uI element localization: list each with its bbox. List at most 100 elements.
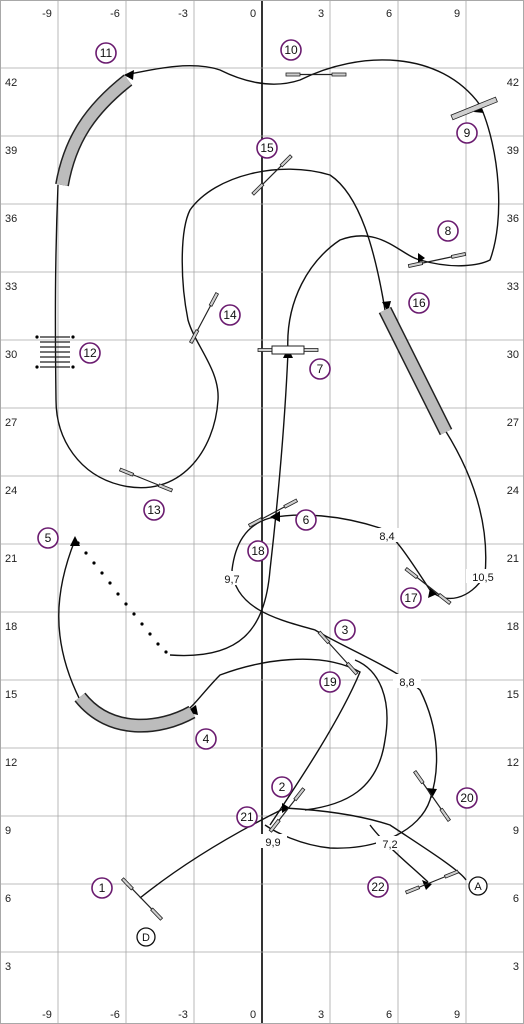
jump-board xyxy=(271,345,305,355)
jump-rail xyxy=(416,576,440,596)
obstacle-number-1-circle xyxy=(91,877,113,899)
x-axis-label-bottom: -6 xyxy=(110,1009,120,1021)
x-axis-label-top: -6 xyxy=(110,8,120,20)
obstacle-number-19: 19 xyxy=(323,675,337,689)
jump-3 xyxy=(317,630,359,676)
obstacle-number-6: 6 xyxy=(303,513,310,527)
y-axis-label-left: 18 xyxy=(5,621,17,633)
jump-bar xyxy=(303,348,319,352)
tunnel-16-fill xyxy=(380,307,451,435)
jump-bar xyxy=(157,483,174,493)
y-axis-label-right: 36 xyxy=(507,213,519,225)
jump-1 xyxy=(120,877,164,921)
obstacle-number-21: 21 xyxy=(240,810,254,824)
path-segment xyxy=(184,658,361,826)
obstacle-number-13-circle xyxy=(143,499,165,521)
jump-rail xyxy=(418,876,446,888)
start-finish-markers: A D xyxy=(136,876,488,947)
obstacle-number-6-circle xyxy=(295,509,317,531)
path-segment xyxy=(139,807,467,899)
y-axis-label-right: 3 xyxy=(513,961,519,973)
path-arrows xyxy=(70,70,484,890)
dot xyxy=(84,551,88,555)
ladder-post xyxy=(71,335,75,339)
obstacle-number-22: 22 xyxy=(371,880,385,894)
x-axis-label-bottom: 9 xyxy=(454,1009,460,1021)
y-axis-label-right: 24 xyxy=(507,485,519,497)
obstacle-number-13: 13 xyxy=(147,503,161,517)
direction-arrow xyxy=(124,70,134,80)
obstacle-number-11-circle xyxy=(95,42,117,64)
direction-arrow xyxy=(282,803,290,813)
obstacle-number-20-circle xyxy=(456,787,478,809)
obstacle-12-ladder xyxy=(35,335,75,369)
obstacle-number-21-circle xyxy=(236,806,258,828)
obstacle-numbers: 1 2 3 4 5 6 7 8 9 10 11 12 13 14 15 16 1… xyxy=(37,39,478,899)
jump-rail xyxy=(262,165,282,185)
jump-bar xyxy=(450,252,467,259)
obstacle-number-10-circle xyxy=(280,39,302,61)
y-axis-label-left: 42 xyxy=(5,77,17,89)
y-axis-label-left: 3 xyxy=(5,961,11,973)
y-axis-label-left: 15 xyxy=(5,689,17,701)
obstacle-number-16: 16 xyxy=(412,296,426,310)
jump-22 xyxy=(404,869,460,895)
obstacle-number-8: 8 xyxy=(445,224,452,238)
x-axis-label-top: -9 xyxy=(42,8,52,20)
finish-marker-circle xyxy=(136,927,156,947)
distance-label: 7,2 xyxy=(382,839,397,851)
jump-bar xyxy=(150,907,164,921)
dot xyxy=(92,561,96,565)
y-axis-label-right: 39 xyxy=(507,145,519,157)
path-segment xyxy=(304,659,388,811)
path-segment xyxy=(169,351,289,657)
ladder-post xyxy=(71,365,75,369)
obstacle-number-3: 3 xyxy=(342,623,349,637)
obstacle-number-8-circle xyxy=(437,220,459,242)
distance-label-bg xyxy=(373,528,401,542)
jump-8 xyxy=(407,252,467,268)
jump-bar xyxy=(404,885,421,895)
start-marker: A xyxy=(474,881,482,893)
obstacle-number-17-circle xyxy=(400,587,422,609)
jump-bar xyxy=(317,630,331,645)
tunnel-11 xyxy=(55,74,133,187)
obstacle-number-14: 14 xyxy=(223,308,237,322)
tunnel-11-fill xyxy=(56,75,132,186)
distance-label: 8,8 xyxy=(399,677,414,689)
obstacle-number-20: 20 xyxy=(460,791,474,805)
jump-7 xyxy=(257,345,319,355)
y-axis-label-right: 9 xyxy=(513,825,519,837)
jump-bar xyxy=(439,807,451,822)
distance-label-bg xyxy=(393,674,421,688)
jump-6 xyxy=(247,498,299,528)
jump-bar xyxy=(283,498,299,509)
distance-label: 9,7 xyxy=(224,574,239,586)
dot xyxy=(76,541,80,545)
start-marker-circle xyxy=(468,876,488,896)
direction-arrow xyxy=(428,588,437,598)
jump-rail xyxy=(196,305,212,331)
y-axis-label-right: 21 xyxy=(507,553,519,565)
jump-rail xyxy=(422,256,452,264)
dot xyxy=(124,602,128,606)
obstacle-number-16-circle xyxy=(408,292,430,314)
obstacle-number-12: 12 xyxy=(83,346,97,360)
jump-bar xyxy=(413,770,425,785)
jump-rail xyxy=(328,642,348,664)
x-axis-label-top: 6 xyxy=(386,8,392,20)
distance-label: 9,9 xyxy=(265,837,280,849)
obstacle-number-7-circle xyxy=(309,358,331,380)
jump-bar xyxy=(208,292,220,307)
distance-label-bg xyxy=(218,571,246,585)
dot xyxy=(156,642,160,646)
jump-rail xyxy=(261,506,285,520)
x-axis-label-top: 0 xyxy=(250,8,256,20)
obstacle-number-9-circle xyxy=(456,122,478,144)
dot xyxy=(116,592,120,596)
jump-15 xyxy=(251,154,293,196)
obstacle-number-2: 2 xyxy=(279,780,286,794)
x-axis-label-bottom: -3 xyxy=(178,1009,188,1021)
